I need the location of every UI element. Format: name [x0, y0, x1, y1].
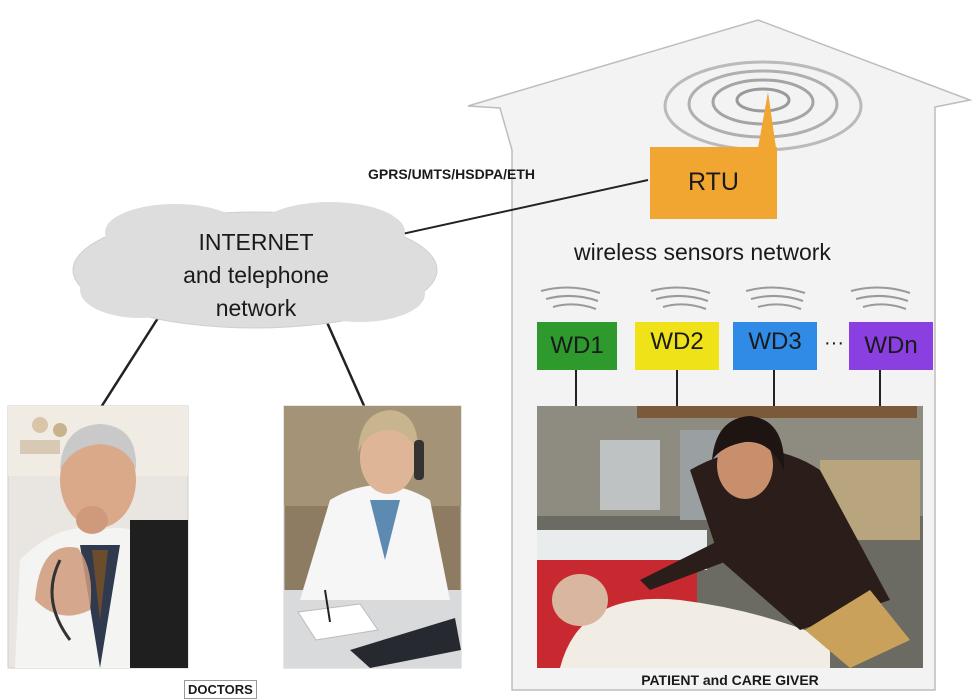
link-cloud-doctor1 — [96, 317, 160, 413]
doctors-caption: DOCTORS — [184, 680, 257, 699]
internet-cloud — [72, 202, 438, 329]
cloud-label-line2: and telephone — [183, 262, 329, 288]
signal-waves-icon — [745, 286, 806, 310]
device-wdn — [849, 322, 933, 370]
signal-waves-icon — [650, 286, 711, 310]
device-label-wd2: WD2 — [650, 328, 704, 355]
devices-ellipsis: ··· — [824, 332, 844, 354]
device-label-wd3: WD3 — [748, 328, 802, 355]
cloud-label-line1: INTERNET — [198, 229, 314, 255]
cloud-label: INTERNET and telephone network — [150, 226, 362, 325]
patient-caption: PATIENT and CARE GIVER — [641, 672, 819, 688]
link-cloud-doctor2 — [324, 319, 367, 409]
device-wd2 — [635, 322, 719, 370]
link-rtu-cloud — [369, 179, 649, 242]
device-connectors — [575, 370, 881, 408]
doctor-photo-2 — [283, 405, 462, 669]
device-label-wdn: WDn — [864, 332, 918, 359]
device-wd1 — [537, 322, 617, 370]
cloud-label-line3: network — [215, 295, 297, 321]
rtu-label: RTU — [688, 168, 739, 196]
doctor-photo-1 — [7, 405, 189, 669]
rtu-box — [650, 147, 777, 219]
signal-waves-icon — [850, 286, 911, 310]
signal-waves-icon — [540, 286, 601, 310]
sensor-waves — [540, 286, 911, 310]
device-wd3 — [733, 322, 817, 370]
link-label: GPRS/UMTS/HSDPA/ETH — [368, 166, 535, 182]
patient-caregiver-photo — [537, 406, 923, 668]
wsn-label: wireless sensors network — [574, 239, 831, 265]
antenna-icon — [758, 92, 776, 148]
device-label-wd1: WD1 — [550, 332, 604, 359]
